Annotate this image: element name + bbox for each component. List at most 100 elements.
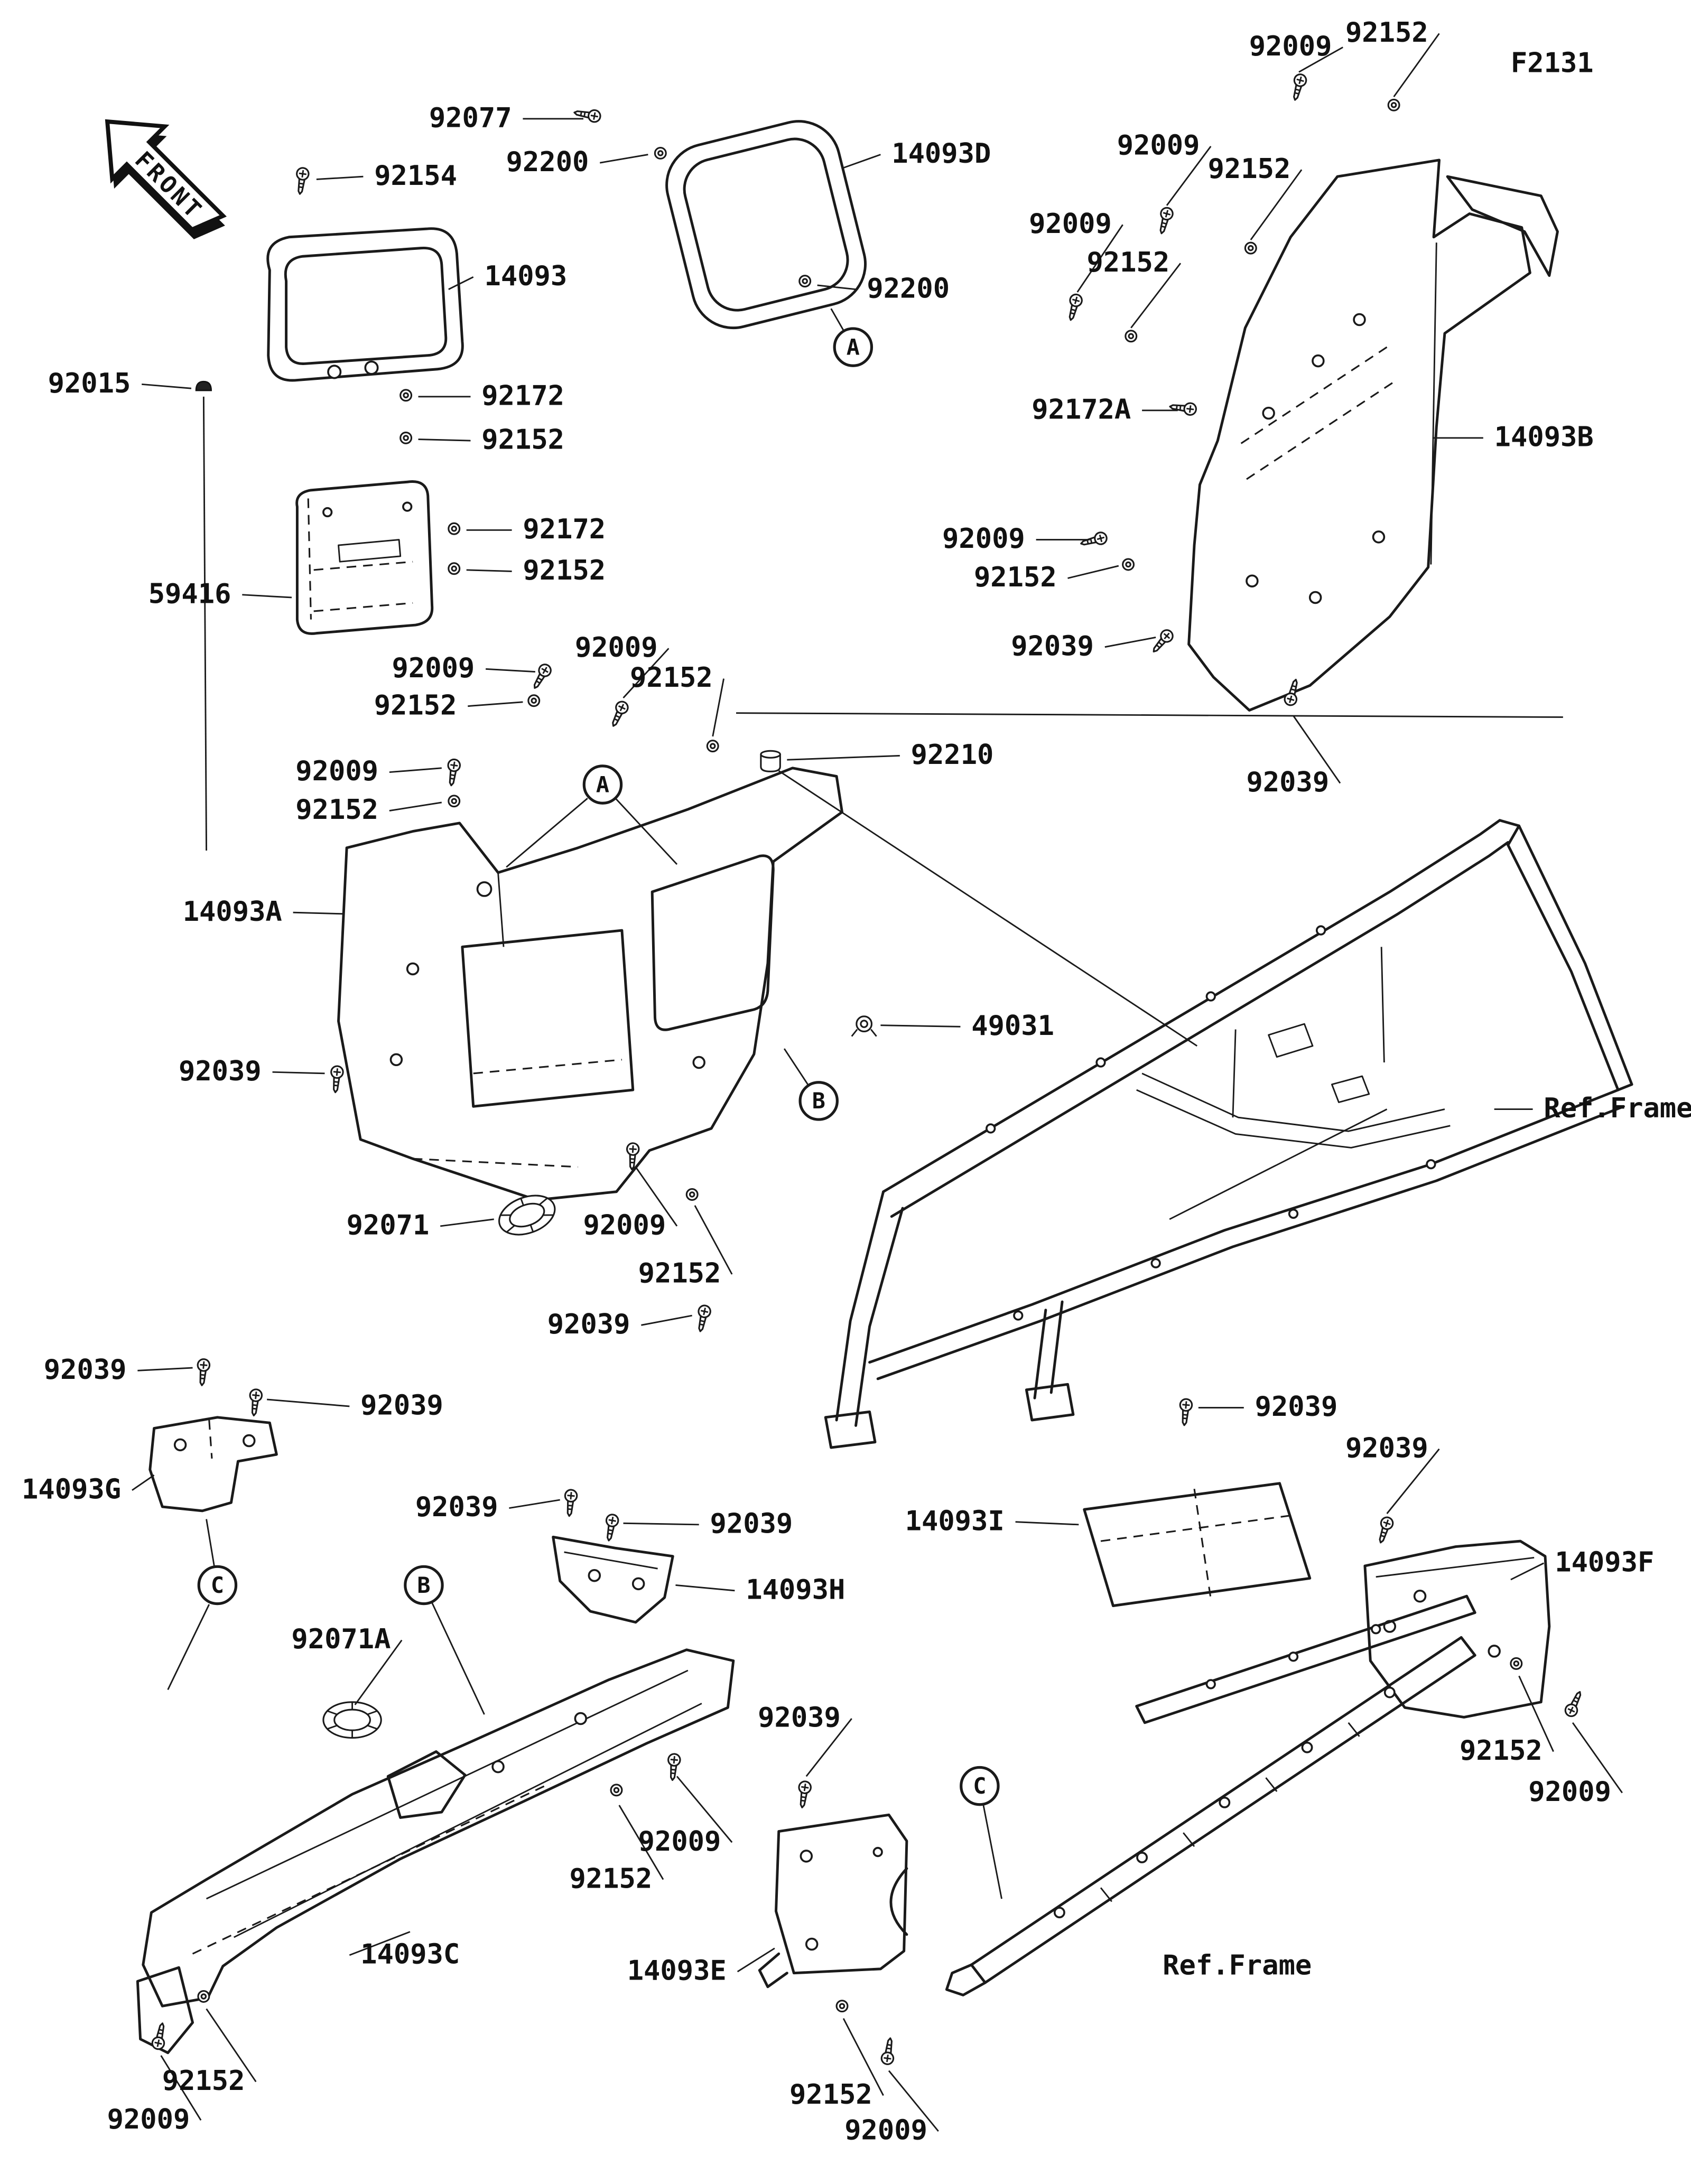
washer-icon [1125,330,1138,343]
washer-icon [1122,558,1135,571]
part-59416-box [295,480,434,635]
part-number-label: 92009 [295,755,378,787]
part-number-label: 92009 [844,2115,927,2146]
leader-line [618,1805,664,1880]
front-arrow-outline [105,119,227,232]
part-number-label: 92039 [1345,1432,1428,1464]
leader-line [622,648,670,698]
leader-line [694,1205,733,1275]
part-number-label: 14093G [22,1473,121,1505]
leader-line [206,2008,257,2083]
screw-icon [880,2036,897,2066]
screw-icon [693,1303,712,1333]
screw-icon [1288,72,1308,102]
screw-icon [247,1388,264,1417]
screw-icon [1064,292,1084,323]
leader-line [1015,1521,1079,1526]
screw-icon [1155,206,1175,236]
leader-line [349,1931,411,1956]
washer-icon [448,562,461,575]
part-number-label: 14093H [746,1574,845,1606]
part-number-label: 14093A [183,896,282,928]
reference-bubble [197,1565,238,1606]
part-number-label: 14093F [1555,1546,1654,1578]
reference-bubble-letter: C [973,1773,986,1799]
front-arrow: FRONT [105,119,227,239]
washer-icon [835,2000,849,2013]
reference-bubble-letter: B [417,1572,430,1598]
leader-line [448,276,474,290]
washer-icon [399,431,413,444]
leader-line [737,1947,775,1973]
washer-icon [1510,1657,1523,1670]
leader-line [599,154,648,164]
leader-line [160,2055,202,2121]
part-number-label: 92152 [638,1258,721,1290]
screw-icon [602,1513,620,1543]
leader-line [888,2070,939,2132]
leader-line [1104,637,1156,648]
leader-line [242,594,292,599]
leader-line [1518,1675,1554,1752]
part-number-label: 14093E [627,1955,727,1987]
leader-line [509,1499,560,1509]
reference-bubble [833,327,874,367]
part-number-label: 92154 [374,160,457,192]
leader-line [389,801,442,811]
leader-line [842,154,881,169]
part-14093H-bracket [552,1535,674,1624]
part-number-label: 92152 [789,2079,872,2111]
part-number-label: 92009 [583,1209,666,1241]
leader-line [635,1166,678,1227]
screw-icon [1563,1688,1586,1719]
part-number-label: 92039 [1255,1391,1338,1423]
reference-bubble [404,1565,444,1606]
screw-icon [607,698,631,730]
part-number-label: 92200 [867,273,950,304]
part-number-label: 92015 [48,368,131,399]
part-number-label: 14093C [360,1938,460,1970]
leader-line [418,438,471,442]
leader-line [1572,1722,1623,1794]
leader-line [817,284,856,291]
screw-icon [1283,677,1303,707]
washer-icon [197,1990,210,2003]
part-number-label: 92039 [360,1390,443,1422]
washer-icon [706,740,719,753]
reference-bubble [960,1766,1000,1806]
leader-line [272,1071,325,1075]
part-number-label: 92009 [1249,31,1332,62]
screw-icon [195,1358,211,1387]
leader-line [1293,715,1341,784]
screw-icon [293,166,311,196]
leader-line [787,754,900,761]
leader-line [712,678,724,737]
leader-line [1386,1448,1440,1514]
screw-icon [562,1488,579,1518]
part-number-label: 14093I [905,1505,1005,1537]
reference-bubble [582,764,623,805]
leader-line [623,1522,699,1526]
part-number-label: 92152 [974,562,1057,593]
leader-line [1076,224,1123,293]
part-number-label: 92152 [1208,153,1291,185]
part-number-label: 92039 [415,1491,498,1523]
part-number-label: 92009 [942,523,1025,555]
part-number-label: 92071 [347,1209,430,1241]
bubble-leader-line [423,1584,485,1715]
part-number-label: 92039 [710,1508,793,1539]
part-number-label: 92009 [575,632,658,664]
part-number-label: 92210 [911,739,994,771]
part-number-label: 92039 [547,1309,630,1340]
part-number-label: 92152 [162,2065,245,2097]
leader-line [142,383,192,389]
leader-line [1393,33,1440,98]
leader-line [842,2018,884,2096]
part-number-label: 92172 [523,514,606,545]
part-number-label: 92152 [1086,247,1169,278]
part-number-label: 92071A [291,1623,391,1655]
screw-icon [328,1065,345,1094]
leader-line [676,1776,733,1843]
